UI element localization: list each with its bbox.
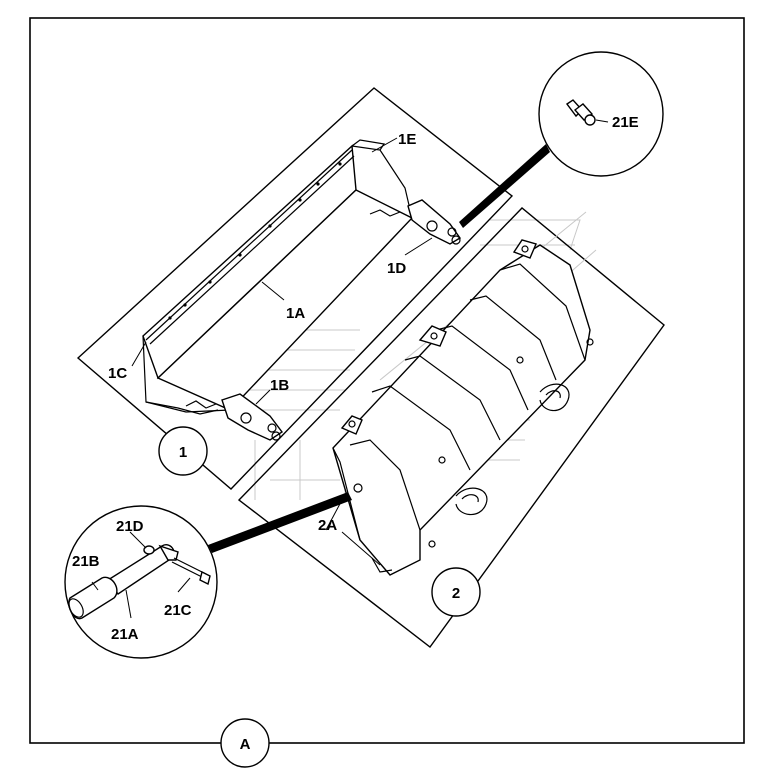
- outer-frame: [29, 17, 745, 744]
- leader-lines: [91, 137, 433, 619]
- bucket-assembly: [76, 87, 514, 490]
- mounting-holes: [168, 162, 342, 320]
- circle-A-text: A: [240, 736, 251, 753]
- callout-1D: 1D: [387, 260, 406, 277]
- callout-1A: 1A: [286, 305, 305, 322]
- callout-1C: 1C: [108, 365, 127, 382]
- circle-label-1: 1: [158, 426, 208, 476]
- callout-1B: 1B: [270, 377, 289, 394]
- washer-icon: [143, 545, 155, 555]
- frame-panel: [237, 207, 665, 648]
- lower-bracket: [221, 393, 284, 441]
- circle-1-text: 1: [179, 444, 187, 461]
- circle-label-A: A: [220, 718, 270, 768]
- callout-21E: 21E: [612, 114, 639, 131]
- callout-2A: 2A: [318, 517, 337, 534]
- circle-2-text: 2: [452, 585, 460, 602]
- callout-21B: 21B: [72, 553, 100, 570]
- callout-21A: 21A: [111, 626, 139, 643]
- detail-circle-21E: [538, 51, 664, 177]
- bolt-icon: [171, 561, 205, 579]
- callout-21D: 21D: [116, 518, 144, 535]
- callout-21C: 21C: [164, 602, 192, 619]
- callout-1E: 1E: [398, 131, 416, 148]
- circle-label-2: 2: [431, 567, 481, 617]
- frame-assembly: [237, 207, 665, 648]
- detail-21: [64, 492, 352, 659]
- detail-21E: [459, 51, 664, 228]
- detail-circle-21: [64, 505, 218, 659]
